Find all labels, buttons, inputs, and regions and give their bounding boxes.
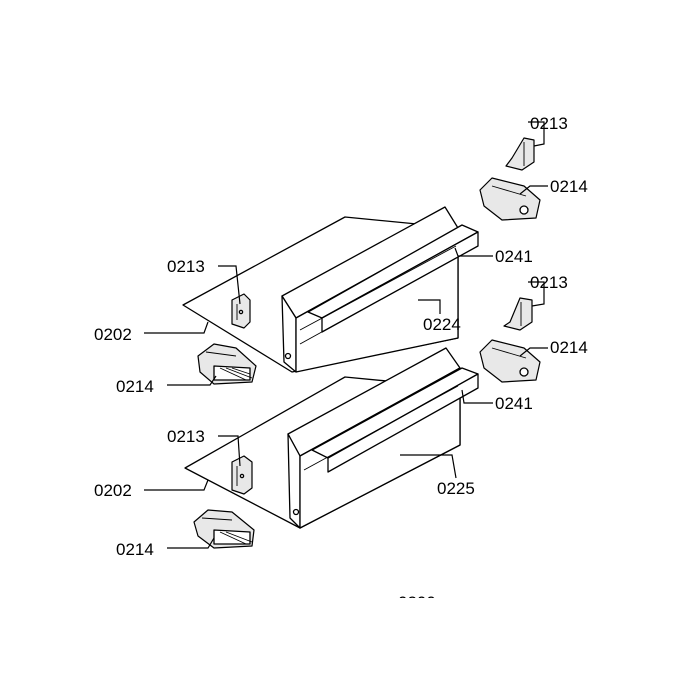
lower-left-clip-0213 [231, 455, 253, 495]
upper-left-clip-0213 [231, 293, 251, 329]
label-0224: 0224 [423, 315, 461, 334]
upper-left-rail-0214 [197, 343, 257, 385]
right-clip-0213-top [505, 137, 535, 171]
leader-lines [144, 121, 548, 549]
lower-drawer [184, 347, 479, 529]
label-0225: 0225 [437, 479, 475, 498]
label-0241-upper: 0241 [495, 247, 533, 266]
label-0213-lower-left: 0213 [167, 427, 205, 446]
label-0214-upper-left: 0214 [116, 377, 154, 396]
upper-drawer [182, 206, 479, 373]
label-0213-top-right: 0213 [530, 114, 568, 133]
right-clip-0213-bottom [503, 297, 533, 331]
label-0213-right-middle: 0213 [530, 273, 568, 292]
lower-left-rail-0214 [193, 509, 255, 549]
label-0214-top-right: 0214 [550, 177, 588, 196]
label-0214-right-middle: 0214 [550, 338, 588, 357]
right-rail-0214-top [479, 177, 541, 221]
label-0202-upper: 0202 [94, 325, 132, 344]
right-rail-0214-bottom [479, 339, 541, 383]
label-clipped-bottom: 0200 [398, 593, 436, 612]
label-0214-lower-left: 0214 [116, 540, 154, 559]
label-0241-lower: 0241 [495, 394, 533, 413]
label-0202-lower: 0202 [94, 481, 132, 500]
label-0213-upper-left: 0213 [167, 257, 205, 276]
